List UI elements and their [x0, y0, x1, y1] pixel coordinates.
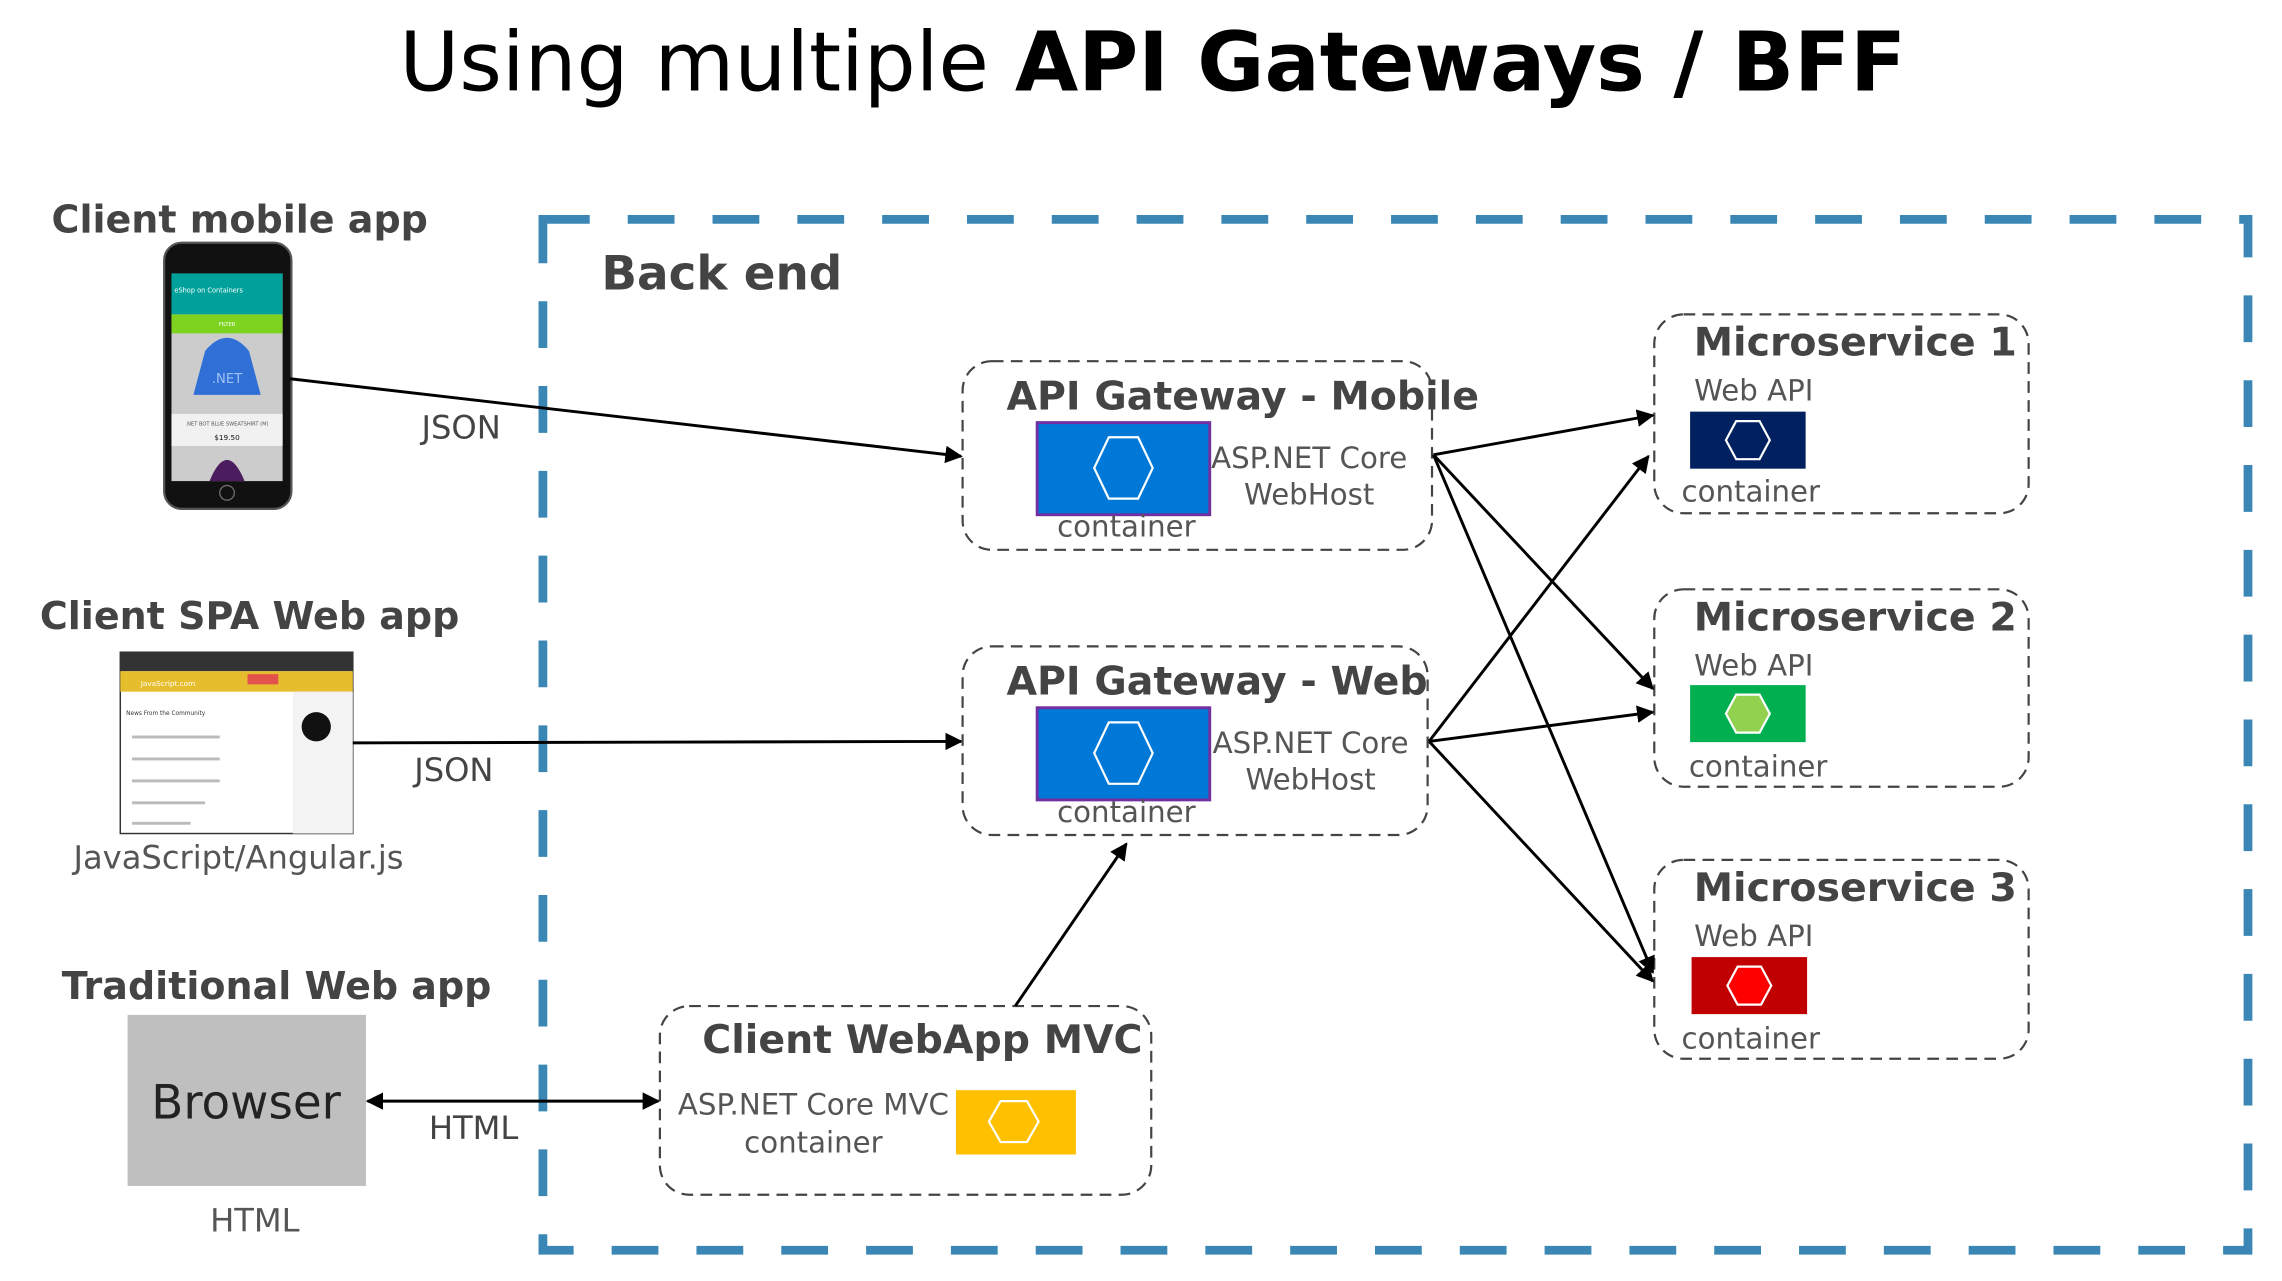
microservice-3-container-label: container [1682, 1021, 1822, 1055]
microservice-2-title: Microservice 2 [1694, 594, 2017, 640]
microservice-2-container-label: container [1689, 749, 1829, 783]
spa-protocol-label: JSON [412, 751, 493, 789]
gateway-mobile-host-line1: ASP.NET Core [1211, 441, 1407, 475]
spa-screenshot-image: JavaScript.com News From the Community [119, 651, 354, 835]
microservice-3-title: Microservice 3 [1694, 865, 2017, 911]
spa-site-name: JavaScript.com [140, 679, 195, 688]
phone-image: eShop on Containers FILTER .NET .NET BOT… [163, 241, 293, 510]
spa-caption: JavaScript/Angular.js [72, 839, 404, 877]
gateway-mobile: API Gateway - Mobile container ASP.NET C… [961, 360, 1479, 551]
arrow-web-to-ms1 [1427, 454, 1650, 743]
gateway-to-microservice-arrows [1427, 409, 1655, 983]
microservice-1-container-label: container [1682, 475, 1822, 509]
client-mobile-label: Client mobile app [52, 198, 428, 242]
traditional-web-label: Traditional Web app [62, 964, 492, 1008]
microservice-1: Microservice 1 Web API container [1653, 313, 2030, 515]
mvc-title: Client WebApp MVC [702, 1017, 1142, 1063]
microservice-1-api: Web API [1694, 374, 1813, 408]
arrow-mvc-to-gateway-web [1014, 842, 1128, 1007]
arrow-mobile-to-ms1 [1433, 409, 1655, 457]
arrow-mobile-to-ms2 [1432, 453, 1655, 691]
arrow-web-to-ms2 [1428, 705, 1655, 743]
phone-product: .NET BOT BLUE SWEATSHIRT (M) [186, 422, 269, 428]
backend-label: Back end [601, 248, 842, 302]
client-spa-label: Client SPA Web app [40, 594, 460, 638]
mvc-line1: ASP.NET Core MVC [678, 1087, 949, 1121]
hexagon-icon [1726, 965, 1773, 1006]
phone-app-title: eShop on Containers [174, 286, 243, 294]
client-webapp-mvc: Client WebApp MVC ASP.NET Core MVC conta… [658, 1004, 1153, 1196]
phone-filter: FILTER [219, 322, 236, 328]
mobile-protocol-label: JSON [420, 409, 501, 447]
gateway-mobile-title: API Gateway - Mobile [1006, 373, 1479, 419]
hexagon-icon [987, 1100, 1040, 1144]
microservice-2-api: Web API [1694, 649, 1813, 683]
phone-price: $19.50 [214, 433, 240, 442]
browser-label: Browser [151, 1077, 341, 1131]
mvc-line2: container [744, 1125, 884, 1159]
arrow-web-to-ms3 [1428, 740, 1655, 983]
browser-caption: HTML [210, 1201, 300, 1239]
microservice-3: Microservice 3 Web API container [1653, 858, 2030, 1060]
arrow-mobile-to-gateway [289, 377, 963, 464]
gateway-mobile-host-line2: WebHost [1244, 478, 1374, 512]
gateway-web-container-label: container [1057, 795, 1197, 829]
gateway-web-host-line1: ASP.NET Core [1213, 726, 1409, 760]
microservice-3-api: Web API [1694, 919, 1813, 953]
microservice-1-title: Microservice 1 [1694, 319, 2017, 365]
backend-boundary [538, 214, 2253, 1255]
hexagon-icon [1092, 436, 1154, 500]
arrow-spa-to-gateway [352, 732, 963, 751]
microservice-2: Microservice 2 Web API container [1653, 588, 2030, 788]
page-title: Using multiple API Gateways / BFF [399, 16, 1906, 111]
hexagon-icon [1724, 420, 1772, 461]
gateway-web-title: API Gateway - Web [1006, 659, 1427, 705]
phone-logo: .NET [212, 372, 243, 387]
gateway-mobile-container-label: container [1057, 510, 1197, 544]
browser-box [127, 1014, 366, 1186]
gateway-web: API Gateway - Web container ASP.NET Core… [961, 645, 1429, 837]
html-protocol-label: HTML [429, 1109, 519, 1147]
hexagon-icon [1724, 693, 1772, 734]
gateway-web-host-line2: WebHost [1245, 763, 1375, 797]
hexagon-icon [1092, 721, 1154, 785]
arrow-mobile-to-ms3 [1432, 454, 1655, 975]
spa-heading: News From the Community [126, 711, 206, 717]
